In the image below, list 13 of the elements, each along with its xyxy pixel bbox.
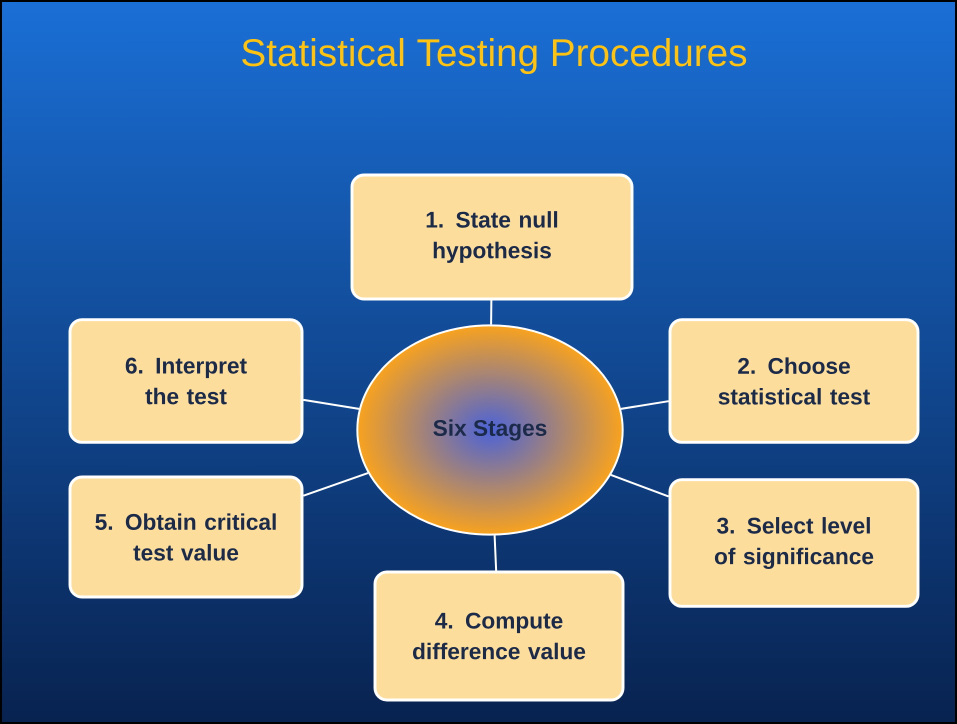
connector-line xyxy=(620,400,669,410)
title: Statistical Testing Procedures xyxy=(242,38,746,74)
connector-line xyxy=(303,398,360,410)
connector-line xyxy=(610,474,669,498)
stage-box: 2. Choose statistical test xyxy=(668,318,920,444)
stage-box: 3. Select level of significance xyxy=(668,478,920,608)
stage-box: 1. State null hypothesis xyxy=(350,174,634,300)
connector-line xyxy=(490,300,492,324)
connector-line xyxy=(494,536,498,571)
connector-line xyxy=(303,472,368,497)
stage-box: 4. Compute difference value xyxy=(374,570,624,702)
stage-box: 6. Interpret the test xyxy=(68,318,304,444)
stage-box: 5. Obtain critical test value xyxy=(68,476,304,598)
